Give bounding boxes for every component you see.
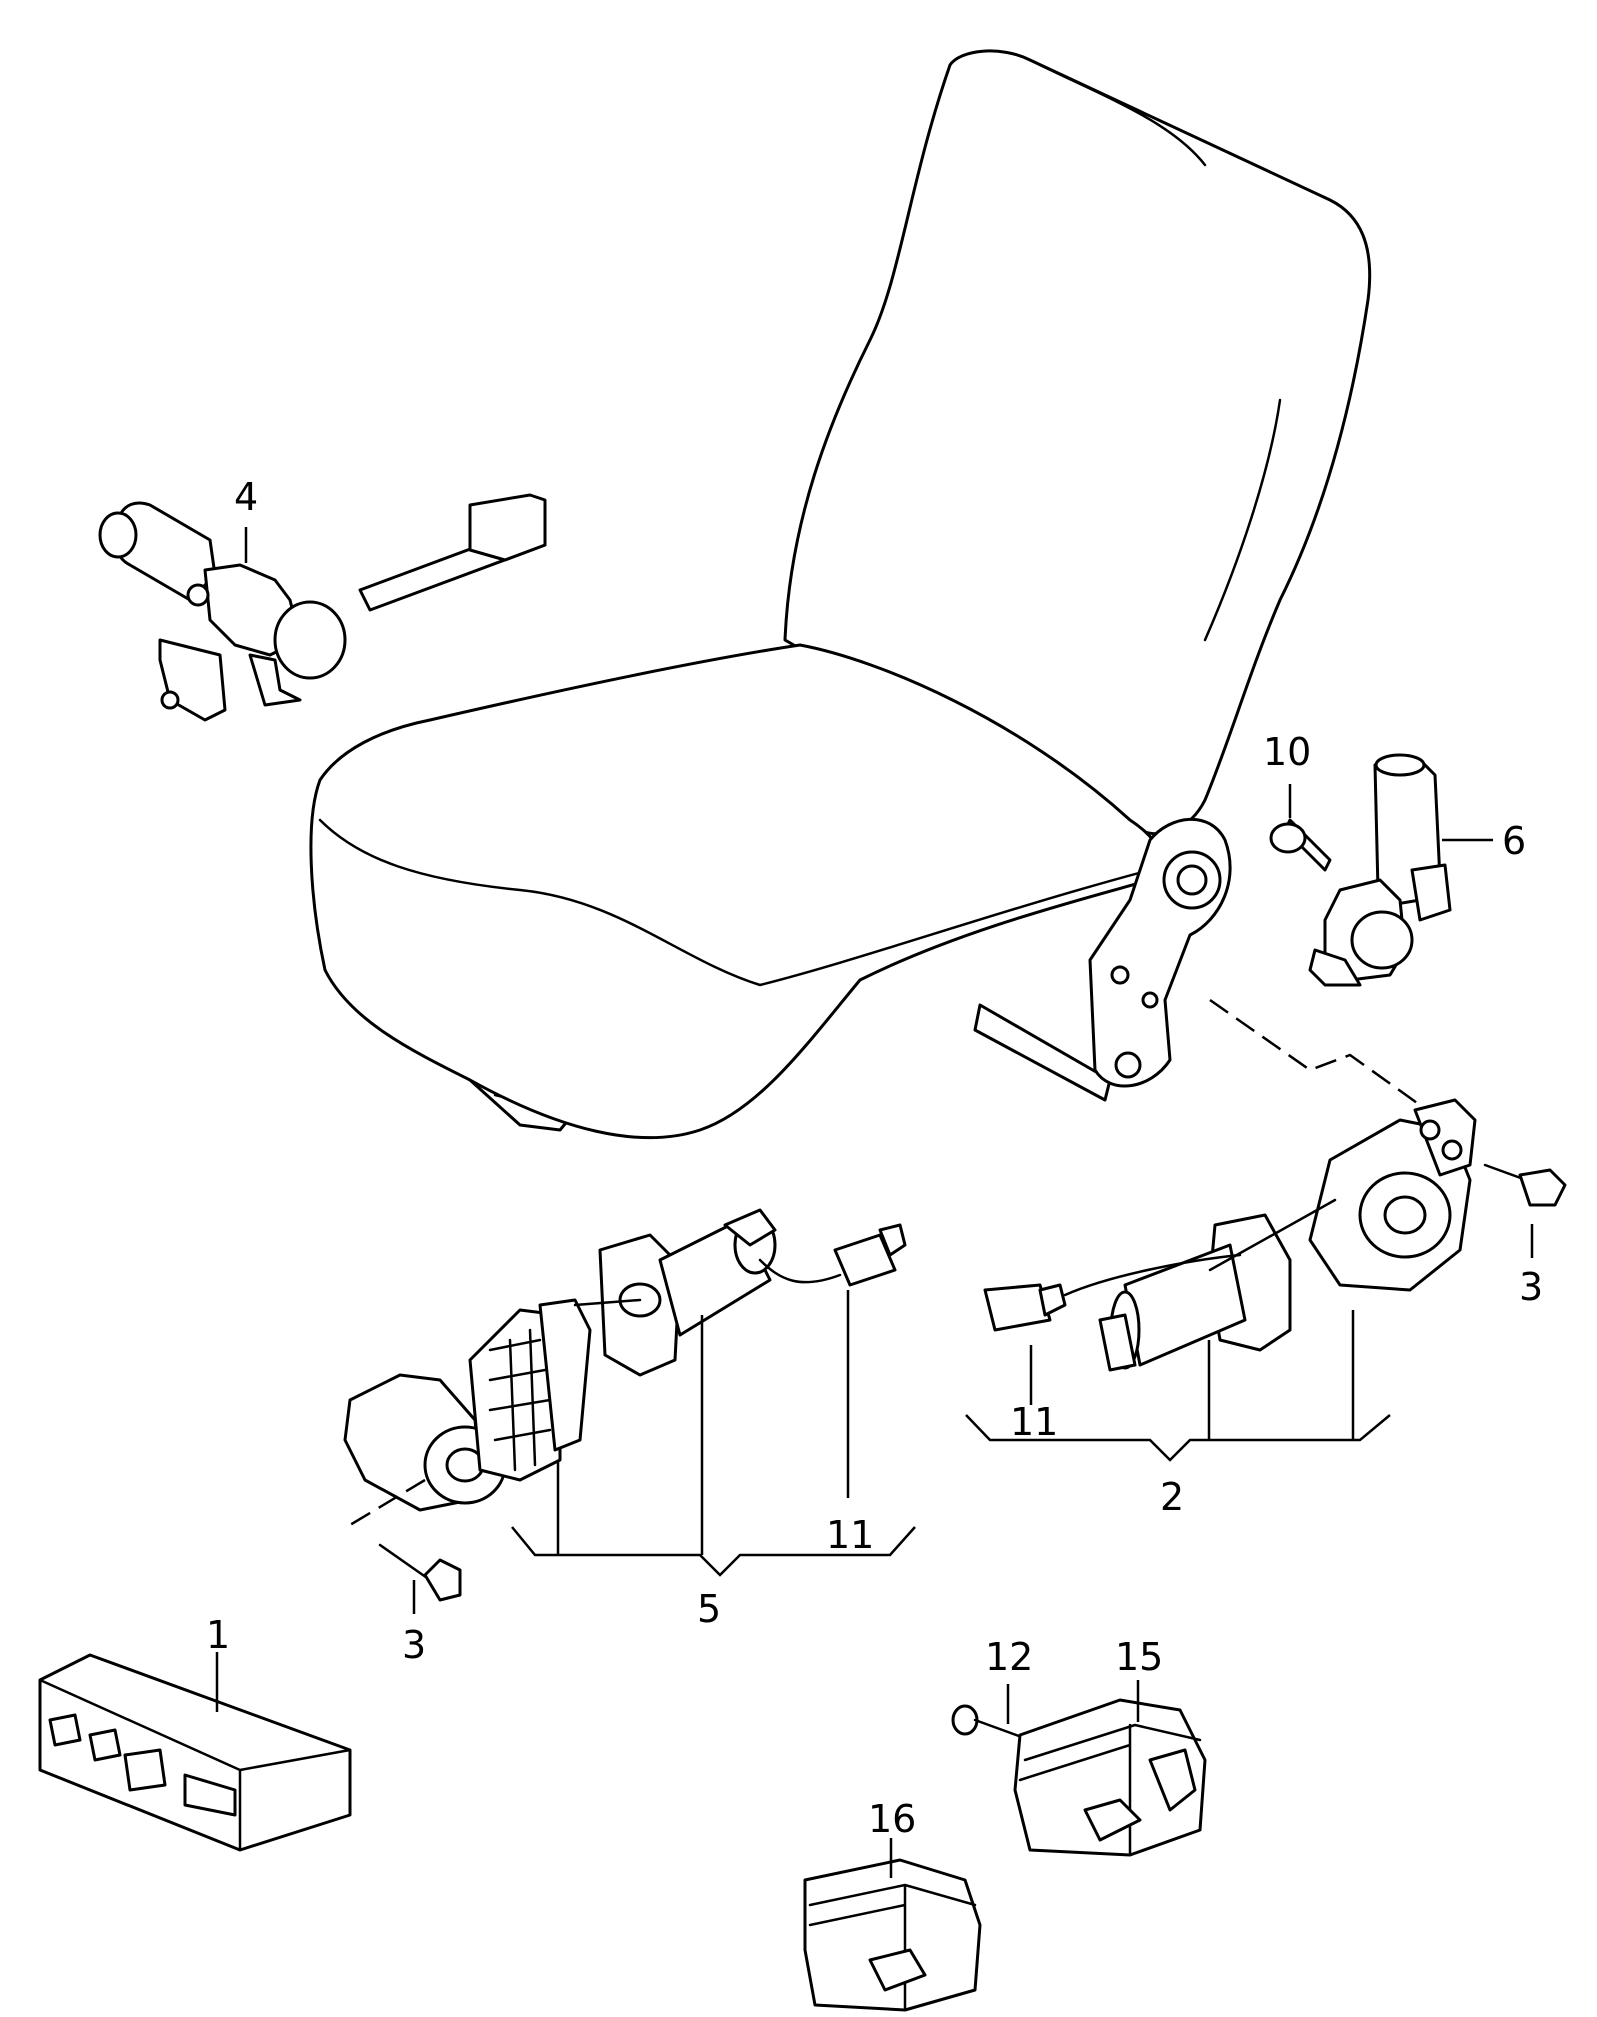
leader-lines: [215, 527, 1534, 1878]
label-part-15: 15: [1115, 1635, 1163, 1679]
label-part-10: 10: [1263, 730, 1311, 774]
part-labels: 4 10 6 3 11 2 11 5 3 1 12 15 16: [206, 475, 1543, 1841]
label-part-1: 1: [206, 1613, 230, 1657]
label-part-11-left: 11: [826, 1513, 874, 1557]
part-6-recline-motor: [1269, 753, 1452, 987]
part-11-connector-left: [833, 1233, 897, 1287]
label-part-12: 12: [985, 1635, 1033, 1679]
seat-rail-crossbar: [973, 1003, 1112, 1102]
part-4-height-motor: [98, 493, 547, 722]
part-3-screw-left: [378, 1543, 462, 1602]
label-part-2: 2: [1160, 1475, 1184, 1519]
label-part-5: 5: [697, 1587, 721, 1631]
seat-cushion: [309, 643, 1162, 1140]
label-part-3-left: 3: [402, 1623, 426, 1667]
part-10-nut: [1269, 822, 1307, 854]
part-15-switch: [1013, 1698, 1207, 1857]
seat-assembly: [309, 49, 1372, 1140]
label-part-11-right: 11: [1010, 1400, 1058, 1444]
seat-backrest: [783, 49, 1372, 836]
part-12-bolt: [951, 1704, 1032, 1742]
part-11-connector-right: [983, 1283, 1052, 1332]
label-part-4: 4: [234, 475, 258, 519]
label-part-6: 6: [1502, 819, 1526, 863]
part-2-motor-assembly: [983, 1098, 1477, 1372]
part-5-motor-assembly: [343, 1208, 907, 1512]
label-part-16: 16: [868, 1797, 916, 1841]
label-part-3-right: 3: [1519, 1265, 1543, 1309]
part-16-switch: [803, 1858, 982, 2012]
part-3-screw-right: [1483, 1163, 1567, 1207]
part-1-control-unit: [38, 1653, 352, 1852]
